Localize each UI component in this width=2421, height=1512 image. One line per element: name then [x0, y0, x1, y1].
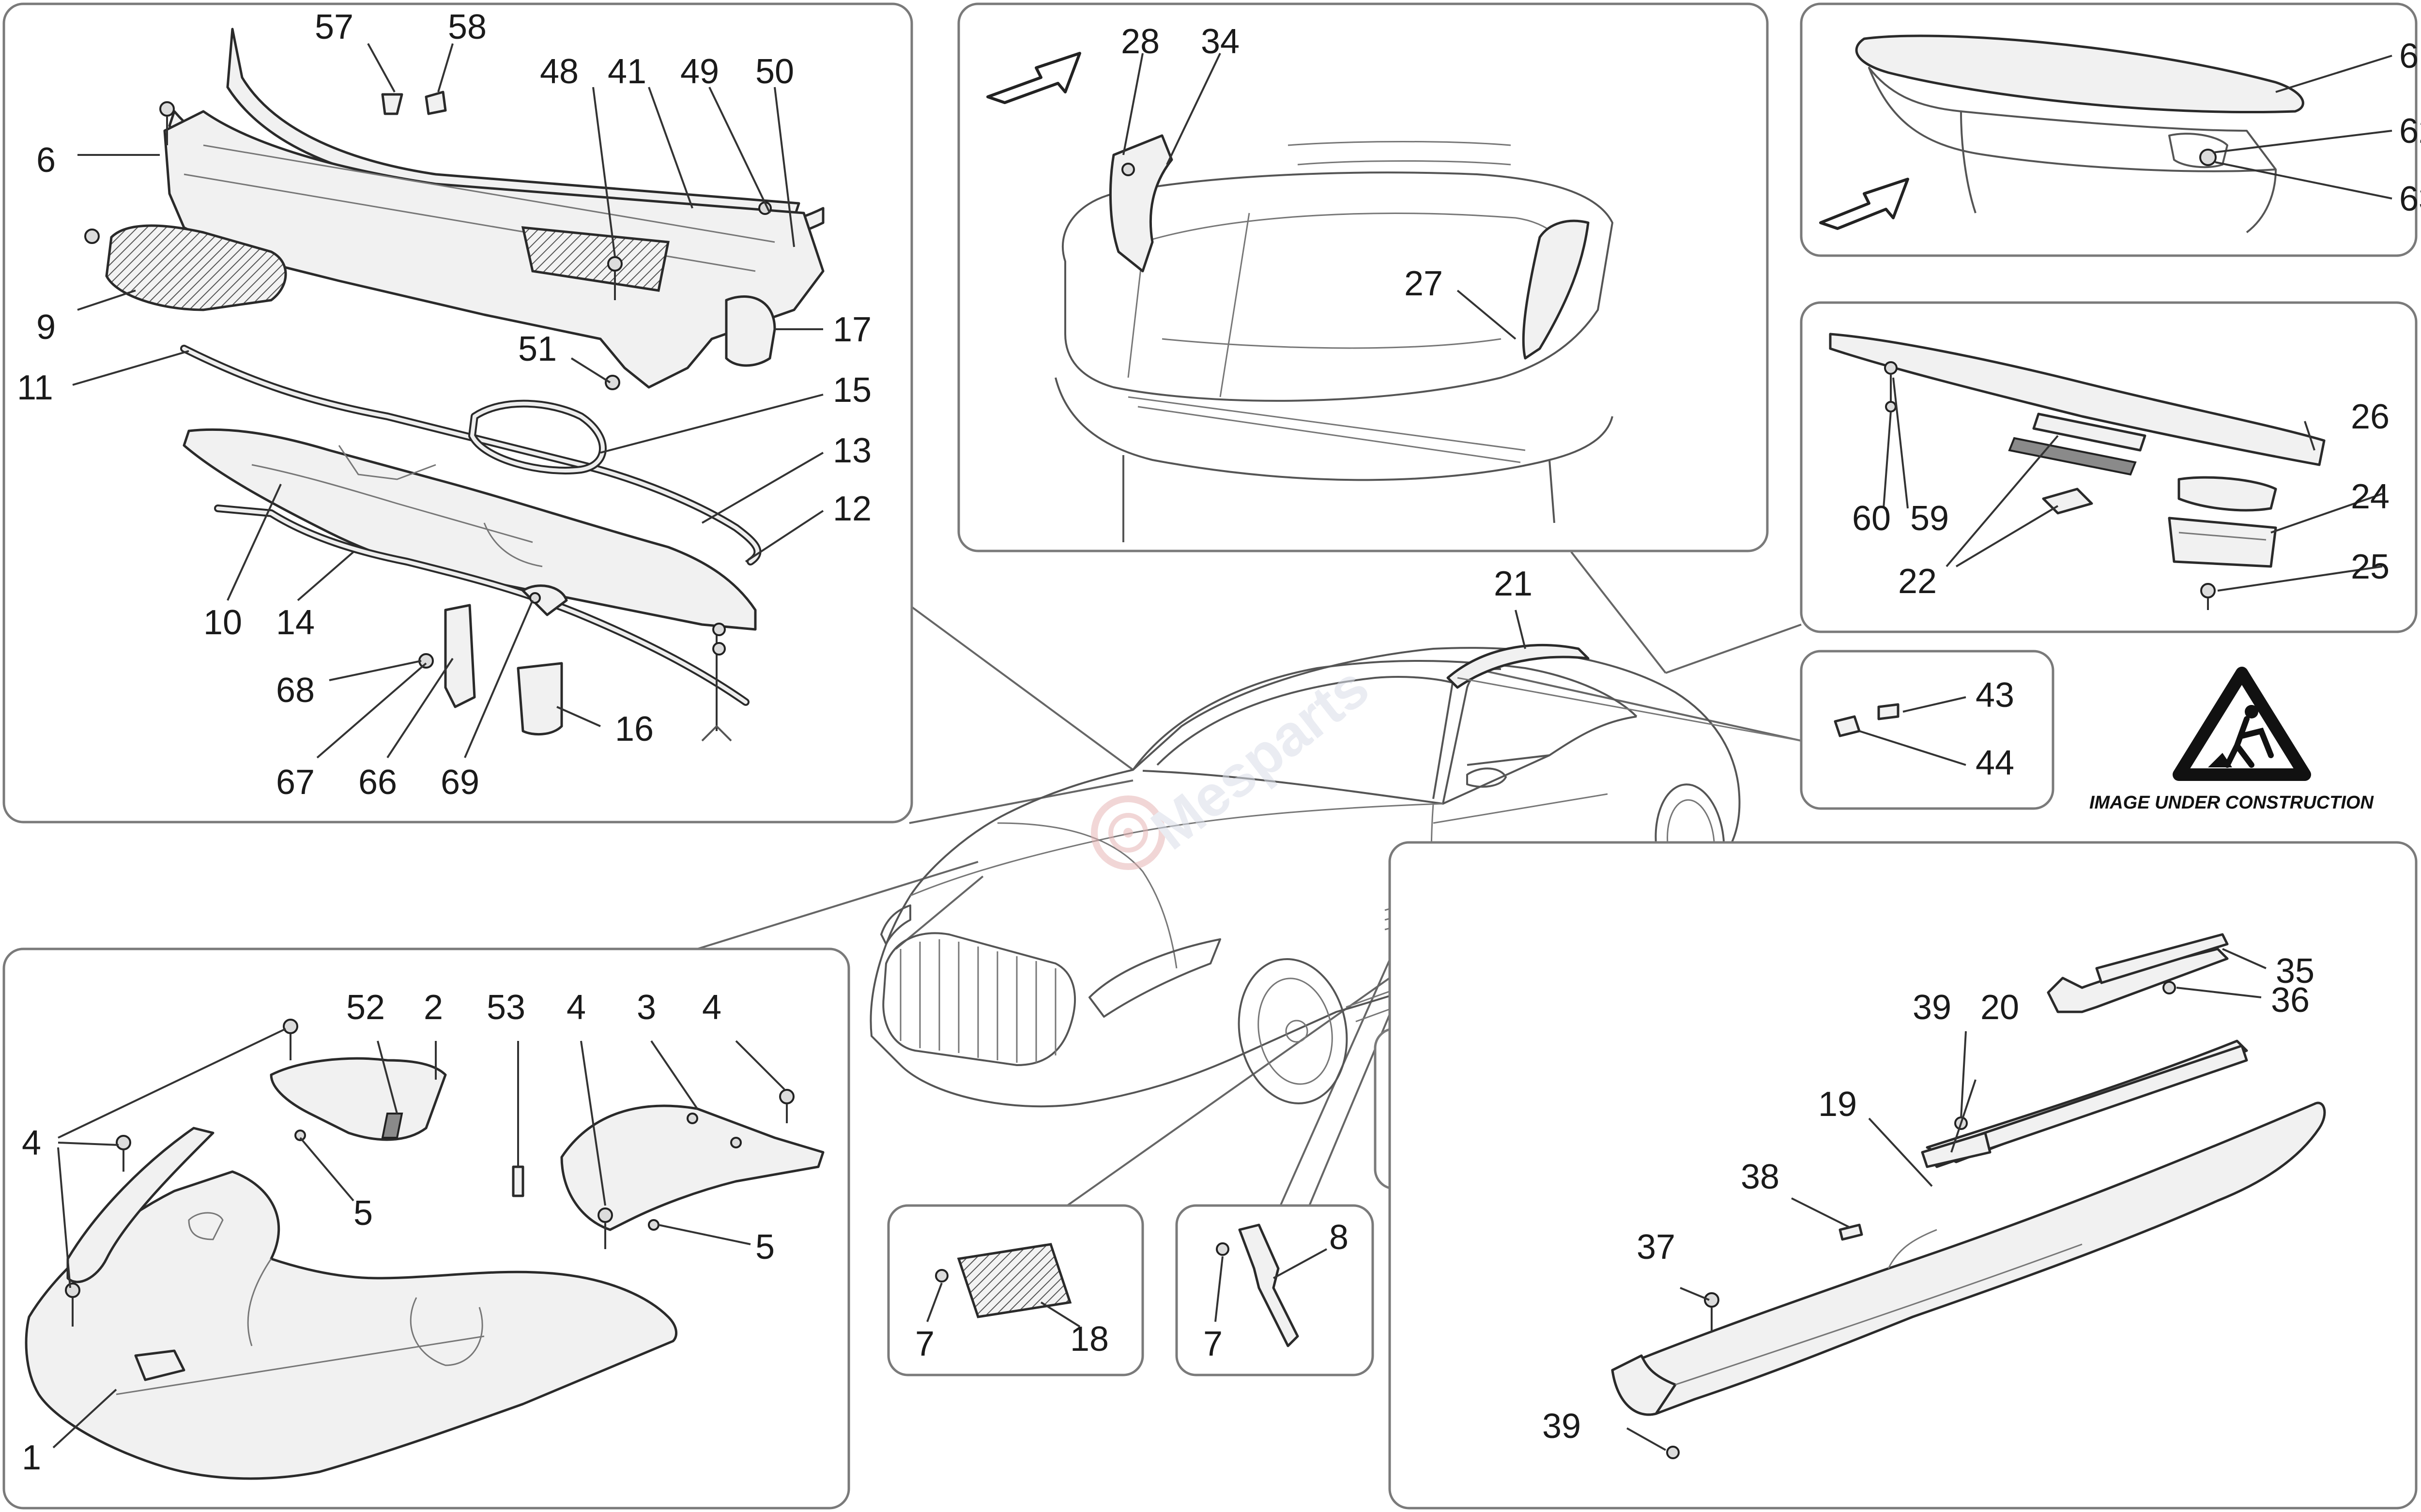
part-label-15: 15	[833, 371, 872, 410]
part-label-14: 14	[276, 603, 315, 642]
part-label-10: 10	[203, 603, 242, 642]
part-label-43: 43	[1976, 676, 2014, 715]
part-label-36: 36	[2271, 981, 2310, 1020]
part-label-16: 16	[615, 710, 654, 748]
panel-rear-spoiler: 61 62 63	[1800, 2, 2421, 257]
labels-a: 57 58 48 41 49 50 6 9 17 51 11 15 13 12 …	[17, 8, 872, 802]
part-label-9: 9	[36, 308, 56, 347]
part-label-41: 41	[608, 52, 646, 91]
panel-underbody-shield: 52 2 53 4 3 4 4 5 5 1	[2, 947, 850, 1510]
part-label-48: 48	[540, 52, 579, 91]
part-label-7-b: 7	[1203, 1325, 1223, 1363]
part-label-5-a: 5	[353, 1194, 373, 1233]
part-label-8: 8	[1329, 1218, 1348, 1257]
part-label-69: 69	[441, 763, 479, 802]
part-label-59: 59	[1910, 499, 1949, 538]
part-label-38: 38	[1741, 1158, 1779, 1196]
panel-roof-clips: 43 44	[1800, 650, 2054, 810]
part-label-7-a: 7	[915, 1325, 935, 1363]
part-label-6: 6	[36, 141, 56, 180]
part-label-19: 19	[1818, 1085, 1857, 1124]
part-label-21: 21	[1494, 565, 1532, 603]
panel-fender-bracket: 8 7	[1175, 1204, 1374, 1376]
part-label-39-b: 39	[1542, 1407, 1581, 1446]
part-label-2: 2	[424, 988, 443, 1027]
leaders-f	[52, 1028, 785, 1449]
grille-bars	[900, 939, 1057, 1063]
part-label-4-b: 4	[702, 988, 721, 1027]
part-label-50: 50	[755, 52, 794, 91]
part-label-4-c: 4	[22, 1124, 41, 1162]
part-label-57: 57	[315, 8, 353, 46]
part-label-58: 58	[448, 8, 487, 46]
part-label-49: 49	[680, 52, 719, 91]
callout-21: 21	[1494, 565, 1532, 649]
part-label-27: 27	[1404, 264, 1443, 303]
watermark: Mesparts	[1091, 654, 1381, 870]
part-label-4-a: 4	[567, 988, 586, 1027]
image-under-construction-notice: IMAGE UNDER CONSTRUCTION	[2089, 667, 2374, 813]
part-label-37: 37	[1637, 1228, 1675, 1267]
panel-trunk: 28 34 27	[957, 2, 1769, 552]
part-label-20: 20	[1980, 988, 2019, 1027]
part-label-67: 67	[276, 763, 315, 802]
watermark-text: Mesparts	[1140, 654, 1381, 862]
part-label-60: 60	[1852, 499, 1891, 538]
part-label-62: 62	[2399, 112, 2421, 151]
part-label-35: 35	[2276, 952, 2314, 991]
panel-side-skirt: 35 36 39 20 19 38 37 39	[1388, 841, 2418, 1510]
part-label-25: 25	[2351, 548, 2390, 586]
part-label-44: 44	[1976, 744, 2014, 782]
road-works-warning-icon	[2173, 667, 2311, 781]
part-label-11: 11	[17, 368, 53, 407]
part-label-22: 22	[1898, 562, 1937, 601]
panel-fender-grille: 7 18	[887, 1204, 1144, 1376]
direction-arrow-icon	[986, 52, 1081, 104]
part-label-17: 17	[833, 310, 872, 349]
part-label-3: 3	[637, 988, 656, 1027]
part-label-68: 68	[276, 671, 315, 710]
part-label-63: 63	[2399, 180, 2421, 218]
part-label-52: 52	[346, 988, 385, 1027]
part-label-24: 24	[2351, 477, 2390, 516]
panel-third-brake-light: 26 24 25 60 59 22	[1800, 301, 2418, 633]
part-label-53: 53	[487, 988, 525, 1027]
direction-arrow-icon-2	[1819, 178, 1909, 230]
part-label-13: 13	[833, 431, 872, 470]
part-label-18: 18	[1070, 1320, 1109, 1359]
part-label-66: 66	[358, 763, 397, 802]
part-label-26: 26	[2351, 397, 2390, 436]
part-label-5-b: 5	[755, 1228, 775, 1267]
panel-cowl-assembly: 57 58 48 41 49 50 6 9 17 51 11 15 13 12 …	[2, 2, 913, 824]
part-label-12: 12	[833, 489, 872, 528]
fastener-screws-f	[65, 1019, 795, 1327]
part-label-28: 28	[1121, 22, 1160, 61]
part-label-1: 1	[22, 1438, 41, 1477]
brake-disc-logo-icon	[1091, 795, 1165, 870]
part-label-39-a: 39	[1913, 988, 1951, 1027]
leaders-a	[72, 43, 824, 759]
part-label-61: 61	[2399, 37, 2421, 76]
notice-text: IMAGE UNDER CONSTRUCTION	[2089, 793, 2374, 813]
part-label-34: 34	[1201, 22, 1240, 61]
part-label-51: 51	[518, 330, 557, 368]
